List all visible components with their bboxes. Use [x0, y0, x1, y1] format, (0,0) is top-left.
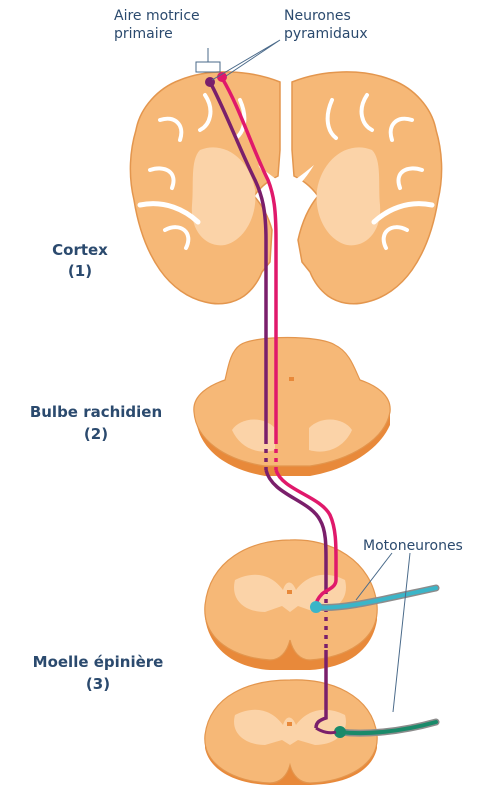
medulla-central-canal [289, 377, 294, 381]
spinal-2-central-canal [287, 722, 292, 726]
motoneurons-label: Motoneurones [363, 538, 463, 554]
cortex-label: Cortex [52, 241, 108, 259]
medulla-number: (2) [84, 425, 108, 443]
brain-section [130, 72, 441, 304]
spinal-cord-number: (3) [86, 675, 110, 693]
pyramidal-label-line2: pyramidaux [284, 26, 368, 42]
motor-area-label-line1: Aire motrice [114, 8, 200, 24]
pyramidal-soma-dark [205, 77, 215, 87]
medulla-section [194, 338, 390, 477]
medulla-body [194, 338, 390, 467]
cortex-number: (1) [68, 262, 92, 280]
spinal-cord-label: Moelle épinière [33, 653, 164, 671]
medulla-label: Bulbe rachidien [30, 403, 162, 421]
motor-area-bracket [196, 62, 220, 72]
pyramidal-label-line1: Neurones [284, 8, 351, 24]
motor-area-label-line2: primaire [114, 26, 173, 42]
motoneuron-1-soma [310, 601, 322, 613]
pyramidal-soma-pink [217, 72, 227, 82]
spinal-1-central-canal [287, 590, 292, 594]
